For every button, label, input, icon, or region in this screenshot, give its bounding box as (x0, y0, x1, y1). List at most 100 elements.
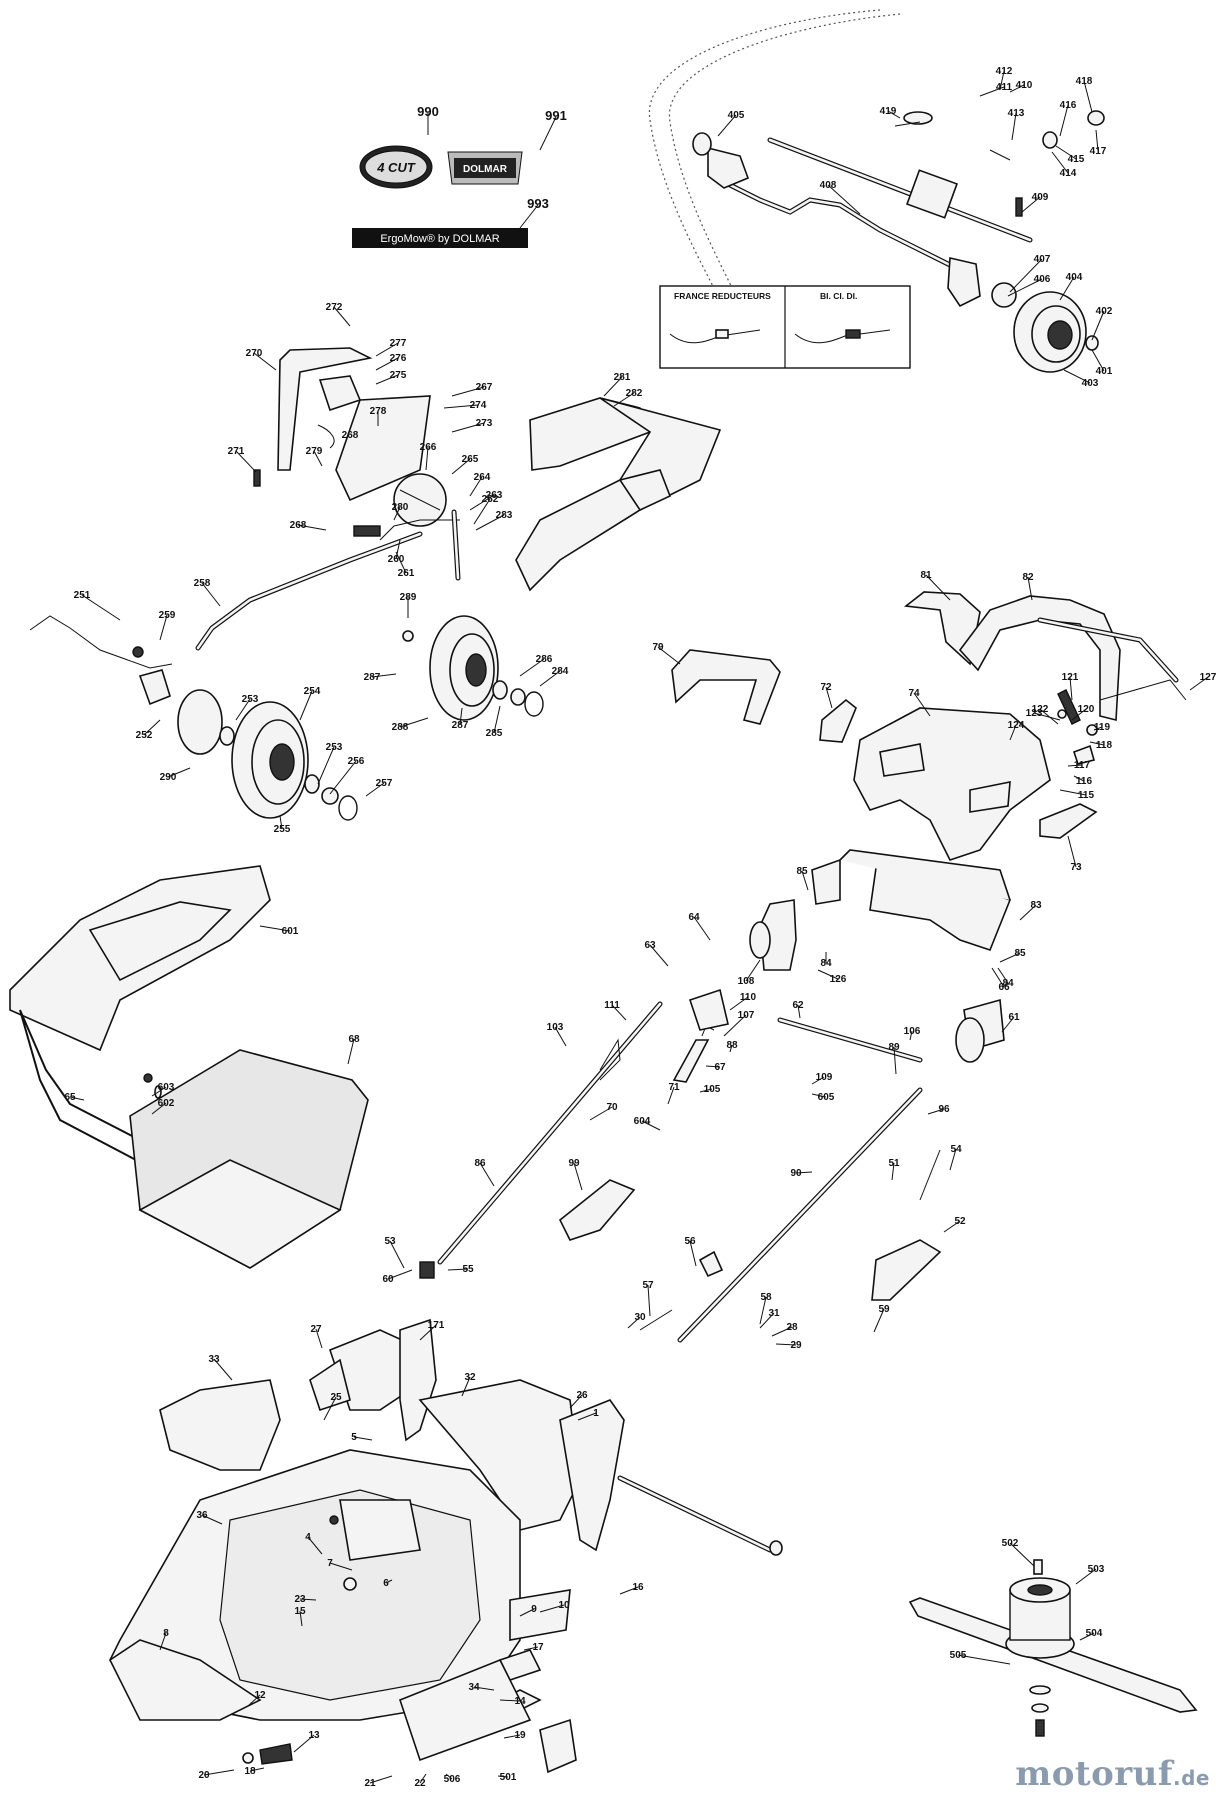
part-number-121: 121 (1062, 672, 1079, 683)
part-number-404: 404 (1066, 272, 1083, 283)
part-number-26: 26 (576, 1390, 588, 1401)
part-number-52: 52 (954, 1216, 966, 1227)
part-number-273: 273 (476, 418, 493, 429)
leader-line-403 (1063, 369, 1091, 384)
part-number-262: 262 (482, 494, 499, 505)
leader-line-268 (297, 524, 327, 531)
leader-line-284 (539, 670, 561, 687)
leader-line-14 (499, 1699, 521, 1702)
leader-line-264 (469, 476, 483, 497)
part-number-109: 109 (816, 1072, 833, 1083)
inset-left-title: FRANCE REDUCTEURS (674, 291, 771, 301)
part-number-413: 413 (1008, 108, 1025, 119)
part-number-411: 411 (996, 82, 1013, 93)
part-number-118: 118 (1096, 740, 1113, 751)
leader-line-257 (365, 782, 385, 797)
leader-line-405 (717, 114, 737, 137)
part-number-29: 29 (790, 1340, 802, 1351)
leader-line-1 (577, 1412, 597, 1421)
leader-line-10 (539, 1604, 565, 1613)
part-number-268: 268 (342, 430, 359, 441)
leader-line-17 (523, 1646, 539, 1651)
part-number-256: 256 (348, 756, 365, 767)
part-number-409: 409 (1032, 192, 1049, 203)
leader-line-279 (313, 450, 323, 467)
part-121 (1057, 689, 1081, 725)
leader-line-51 (891, 1162, 895, 1181)
upper-handle (903, 591, 1187, 722)
leader-line-32 (461, 1376, 471, 1397)
part-number-277: 277 (390, 338, 407, 349)
cable-inset-box: FRANCE REDUCTEURS BI. CI. DI. (659, 285, 911, 369)
part-number-261: 261 (398, 568, 415, 579)
part-number-119: 119 (1094, 722, 1111, 733)
leader-line-252 (143, 719, 161, 736)
leader-line-82 (1027, 576, 1033, 601)
leader-line-62 (797, 1004, 801, 1019)
leader-line-89 (893, 1046, 897, 1075)
leader-line-123 (1033, 712, 1061, 721)
part-number-286: 286 (536, 654, 553, 665)
leader-line-5 (353, 1436, 373, 1441)
part-number-279: 279 (306, 446, 323, 457)
part-number-7: 7 (327, 1558, 333, 1569)
part-number-605: 605 (818, 1092, 835, 1103)
leader-line-74 (913, 692, 931, 717)
part-number-290: 290 (160, 772, 177, 783)
leader-line-99 (573, 1162, 583, 1191)
leader-line-63 (649, 944, 669, 967)
leader-line-79 (657, 646, 681, 665)
leader-line-601 (259, 925, 291, 932)
part-number-280: 280 (392, 502, 409, 513)
leader-line-259 (159, 614, 168, 641)
leader-line-96 (927, 1108, 945, 1115)
leader-line-58 (759, 1296, 767, 1325)
part-number-406: 406 (1034, 274, 1051, 285)
leader-line-409 (1021, 196, 1041, 213)
part-number-72: 72 (820, 682, 832, 693)
part-number-254: 254 (304, 686, 321, 697)
leader-line-52 (943, 1220, 961, 1233)
part-number-84: 84 (1002, 978, 1014, 989)
leader-line-414 (1051, 151, 1069, 174)
leader-line-419 (887, 110, 901, 119)
part-number-106: 106 (904, 1026, 921, 1037)
part-number-66: 66 (998, 982, 1010, 993)
leader-line-60 (387, 1269, 413, 1280)
part-number-63: 63 (644, 940, 656, 951)
part-number-268: 268 (290, 520, 307, 531)
leader-line-171 (419, 1324, 437, 1341)
leader-line-25 (323, 1396, 337, 1421)
rear-flap (515, 397, 722, 592)
leader-line-68 (347, 1038, 355, 1065)
leader-line-65 (69, 1096, 85, 1101)
leader-line-991 (539, 116, 557, 151)
part-number-30: 30 (634, 1312, 646, 1323)
leader-line-85 (801, 870, 809, 891)
leader-line-18 (249, 1767, 265, 1772)
leader-line-408 (827, 184, 861, 215)
dolmar-plate: DOLMAR (447, 151, 523, 185)
part-number-271: 271 (228, 446, 245, 457)
part-number-267: 267 (476, 382, 493, 393)
part-number-89: 89 (888, 1042, 900, 1053)
ergomow-logo: ErgoMow® by DOLMAR (352, 228, 528, 248)
rear-wheel-assembly (29, 615, 544, 821)
leader-line-290 (167, 767, 191, 778)
part-number-56: 56 (684, 1236, 696, 1247)
leader-line-36 (201, 1514, 223, 1525)
leader-line-122 (1039, 708, 1059, 725)
part-number-12: 12 (254, 1690, 266, 1701)
part-number-70: 70 (606, 1102, 618, 1113)
leader-line-108 (745, 959, 761, 982)
part-number-265: 265 (462, 454, 479, 465)
leader-line-55 (447, 1268, 469, 1271)
leader-line-70 (589, 1106, 613, 1121)
part-number-116: 116 (1076, 776, 1093, 787)
part-number-4: 4 (305, 1532, 311, 1543)
part-number-22: 22 (414, 1778, 426, 1789)
leader-line-23 (299, 1598, 317, 1601)
part-number-506: 506 (444, 1774, 461, 1785)
part-number-263: 263 (486, 490, 503, 501)
part-number-32: 32 (464, 1372, 476, 1383)
